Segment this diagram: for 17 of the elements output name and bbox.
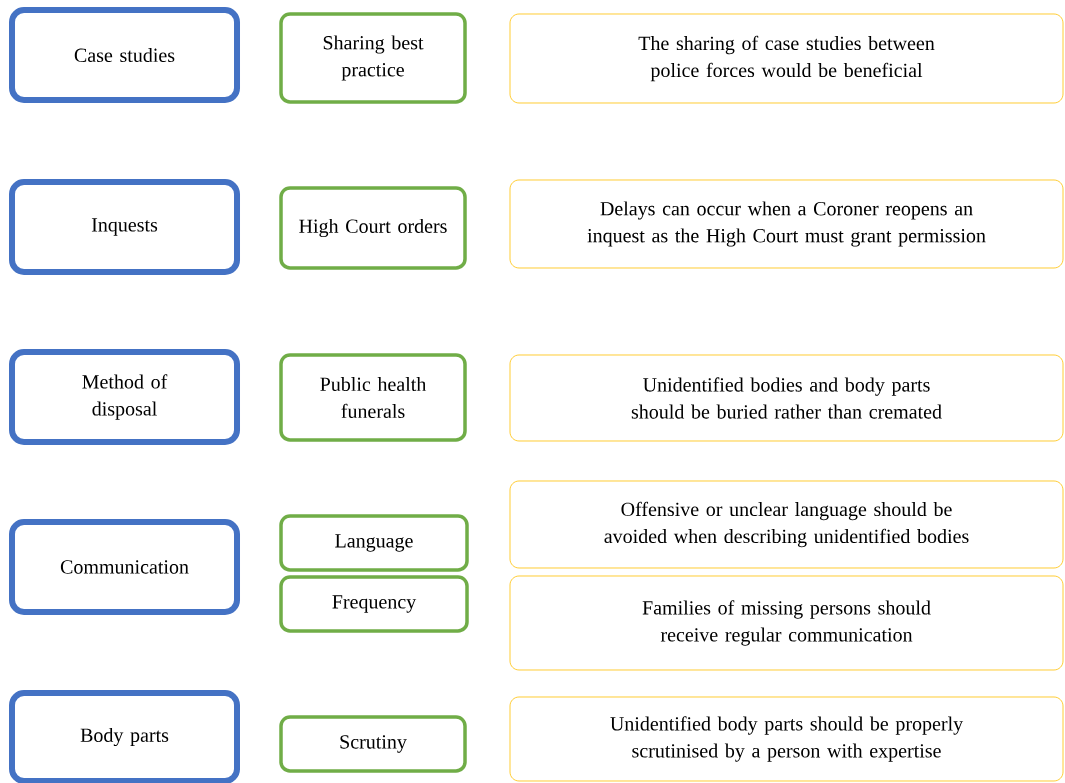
topic-box: Communication	[9, 519, 240, 615]
finding-box: Delays can occur when a Coroner reopens an inquest as the High Court must grant permission	[509, 179, 1064, 269]
theme-box: Frequency	[279, 575, 469, 633]
finding-box: Unidentified bodies and body parts should be buried rather than cremated	[509, 354, 1064, 442]
theme-box: Sharing best practice	[279, 12, 467, 104]
topic-box: Inquests	[9, 179, 240, 275]
finding-box: Unidentified body parts should be properly scrutinised by a person with expertise	[509, 696, 1064, 782]
theme-box: High Court orders	[279, 186, 467, 270]
finding-box: The sharing of case studies between police forces would be beneficial	[509, 13, 1064, 104]
topic-box: Method of disposal	[9, 349, 240, 445]
theme-box: Language	[279, 514, 469, 572]
topic-box: Body parts	[9, 690, 240, 783]
finding-box: Families of missing persons should receive regular communication	[509, 575, 1064, 671]
theme-box: Scrutiny	[279, 715, 467, 773]
theme-box: Public health funerals	[279, 353, 467, 442]
topic-box: Case studies	[9, 7, 240, 103]
finding-box: Offensive or unclear language should be avoided when describing unidentified bodies	[509, 480, 1064, 569]
